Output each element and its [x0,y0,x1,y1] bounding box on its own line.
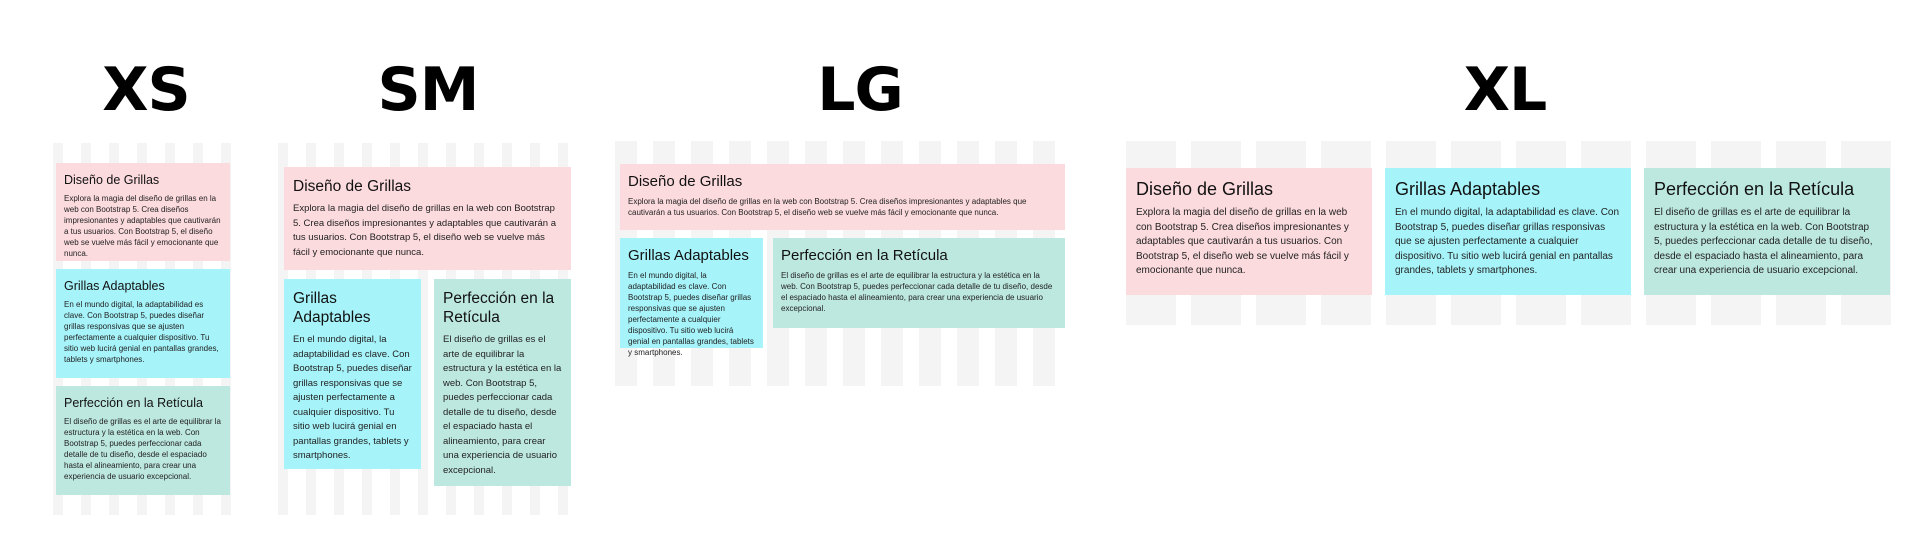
card-title: Grillas Adaptables [628,247,749,264]
card-title: Grillas Adaptables [293,290,371,326]
card-grid-design: Diseño de Grillas Explora la magia del d… [56,163,230,261]
card-text: El diseño de grillas es el arte de equil… [64,417,221,481]
card-adaptive-grids: Grillas Adaptables En el mundo digital, … [284,279,421,469]
card-text: Explora la magia del diseño de grillas e… [64,194,221,258]
card-title: Grillas Adaptables [1395,179,1541,199]
card-text: El diseño de grillas es el arte de equil… [781,271,1053,313]
card-adaptive-grids: Grillas Adaptables En el mundo digital, … [620,238,763,357]
card-title: Diseño de Grillas [64,173,160,187]
heading-lg: LG [817,55,903,125]
xl-breakpoint-preview: Diseño de Grillas Explora la magia del d… [1118,141,1900,325]
lg-breakpoint-preview: Diseño de Grillas Explora la magia del d… [613,141,1073,386]
card-adaptive-grids: Grillas Adaptables En el mundo digital, … [56,269,230,378]
card-title: Diseño de Grillas [1136,179,1274,199]
card-text: El diseño de grillas es el arte de equil… [443,334,562,476]
card-title: Diseño de Grillas [293,178,412,195]
card-text: Explora la magia del diseño de grillas e… [628,197,1027,217]
card-text: Explora la magia del diseño de grillas e… [293,203,556,258]
card-title: Perfección en la Retícula [64,396,203,410]
card-text: En el mundo digital, la adaptabilidad es… [628,271,754,357]
heading-xl: XL [1463,55,1548,125]
sm-breakpoint-preview: Diseño de Grillas Explora la magia del d… [278,143,578,515]
heading-sm: SM [377,55,480,125]
card-title: Perfección en la Retícula [781,247,948,264]
card-adaptive-grids: Grillas Adaptables En el mundo digital, … [1385,168,1631,295]
card-title: Grillas Adaptables [64,279,165,293]
card-title: Perfección en la Retícula [443,290,555,326]
heading-xs: XS [102,55,190,125]
card-text: El diseño de grillas es el arte de equil… [1654,207,1873,276]
card-title: Perfección en la Retícula [1654,179,1855,199]
card-grid-design: Diseño de Grillas Explora la magia del d… [620,164,1065,230]
card-grid-perfection: Perfección en la Retícula El diseño de g… [1644,168,1890,295]
card-text: En el mundo digital, la adaptabilidad es… [64,300,219,364]
card-text: En el mundo digital, la adaptabilidad es… [293,334,412,461]
card-grid-design: Diseño de Grillas Explora la magia del d… [284,167,571,270]
card-grid-perfection: Perfección en la Retícula El diseño de g… [434,279,571,486]
card-text: Explora la magia del diseño de grillas e… [1136,207,1349,276]
card-grid-perfection: Perfección en la Retícula El diseño de g… [773,238,1065,328]
card-grid-perfection: Perfección en la Retícula El diseño de g… [56,386,230,495]
card-text: En el mundo digital, la adaptabilidad es… [1395,207,1620,276]
xs-breakpoint-preview: Diseño de Grillas Explora la magia del d… [53,143,233,515]
card-title: Diseño de Grillas [628,173,743,190]
card-grid-design: Diseño de Grillas Explora la magia del d… [1126,168,1372,295]
